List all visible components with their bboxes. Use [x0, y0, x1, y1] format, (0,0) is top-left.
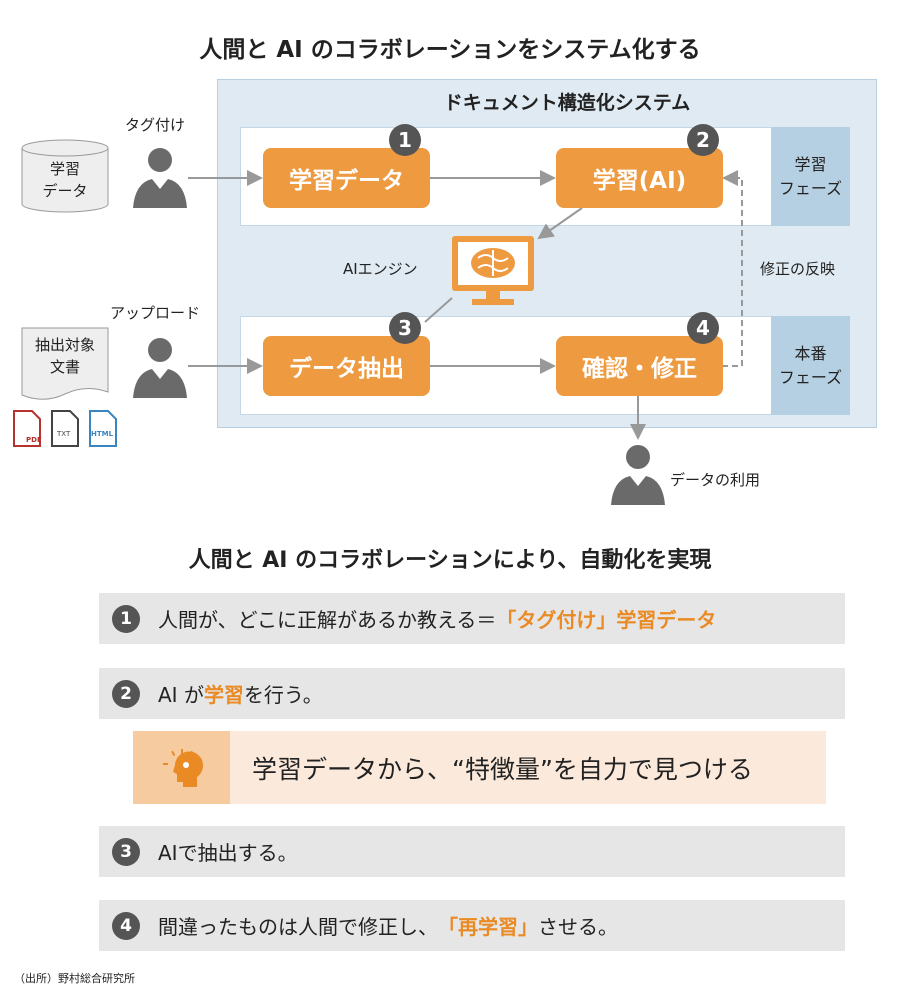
production-phase-label: 本番 フェーズ	[771, 316, 850, 415]
row-text: AI が	[158, 683, 204, 707]
row-highlight: 「タグ付け」学習データ	[496, 608, 717, 632]
database-icon	[21, 139, 109, 213]
row-text-after: させる。	[538, 915, 618, 939]
section-subtitle: 人間と AI のコラボレーションにより、自動化を実現	[188, 548, 712, 573]
upload-label: アップロード	[110, 304, 201, 322]
step-number: 4	[687, 312, 719, 344]
row-text: 間違ったものは人間で修正し、	[158, 915, 438, 939]
step-learning-data: 学習データ	[263, 148, 430, 208]
line-ai-3	[424, 297, 453, 323]
row-highlight: 「再学習」	[438, 915, 538, 939]
ai-engine-label: AIエンジン	[343, 260, 418, 278]
person-icon	[133, 148, 665, 505]
row-number: 3	[112, 837, 140, 866]
callout-text: 学習データから、“特徴量”を自力で見つける	[252, 754, 753, 784]
document-icon	[21, 327, 109, 400]
summary-row-1: 1 人間が、どこに正解があるか教える＝「タグ付け」学習データ	[99, 593, 845, 644]
row-text: AIで抽出する。	[158, 841, 298, 865]
callout-box: 学習データから、“特徴量”を自力で見つける	[133, 731, 826, 804]
feedback-arrow	[722, 170, 743, 367]
html-file-icon: HTML	[89, 410, 117, 447]
row-number: 4	[112, 911, 140, 940]
tagging-label: タグ付け	[125, 116, 186, 134]
database-label: 学習 データ	[42, 160, 88, 200]
step-number: 2	[687, 124, 719, 156]
connectors: PDF TXT HTML	[13, 139, 743, 505]
system-title: ドキュメント構造化システム	[443, 92, 691, 114]
row-highlight: 学習	[203, 683, 244, 707]
row-number: 2	[112, 679, 140, 708]
feedback-label: 修正の反映	[760, 260, 836, 278]
step-review-correct: 確認・修正	[556, 336, 723, 396]
svg-text:HTML: HTML	[91, 430, 114, 438]
row-text-after: を行う。	[243, 683, 323, 707]
step-data-extraction: データ抽出	[263, 336, 430, 396]
row-number: 1	[112, 604, 140, 633]
main-title: 人間と AI のコラボレーションをシステム化する	[199, 37, 701, 63]
step-number: 1	[389, 124, 421, 156]
step-learning-ai: 学習(AI)	[556, 148, 723, 208]
idea-head-icon	[133, 731, 230, 804]
pdf-file-icon: PDF	[13, 410, 42, 447]
ai-engine-monitor-icon	[452, 236, 534, 305]
data-use-label: データの利用	[670, 471, 761, 489]
txt-file-icon: TXT	[51, 410, 79, 447]
row-text: 人間が、どこに正解があるか教える＝	[158, 608, 497, 632]
learning-phase-label: 学習 フェーズ	[771, 127, 850, 226]
document-label: 抽出対象 文書	[34, 336, 95, 376]
svg-text:TXT: TXT	[56, 430, 71, 438]
summary-row-4: 4 間違ったものは人間で修正し、「再学習」させる。	[99, 900, 845, 951]
summary-row-2: 2 AI が 学習を行う。	[99, 668, 845, 719]
arrow-2-ai	[537, 207, 583, 240]
summary-row-3: 3 AIで抽出する。	[99, 826, 845, 877]
source-note: （出所）野村総合研究所	[14, 972, 135, 985]
svg-text:PDF: PDF	[26, 436, 42, 444]
step-number: 3	[389, 312, 421, 344]
